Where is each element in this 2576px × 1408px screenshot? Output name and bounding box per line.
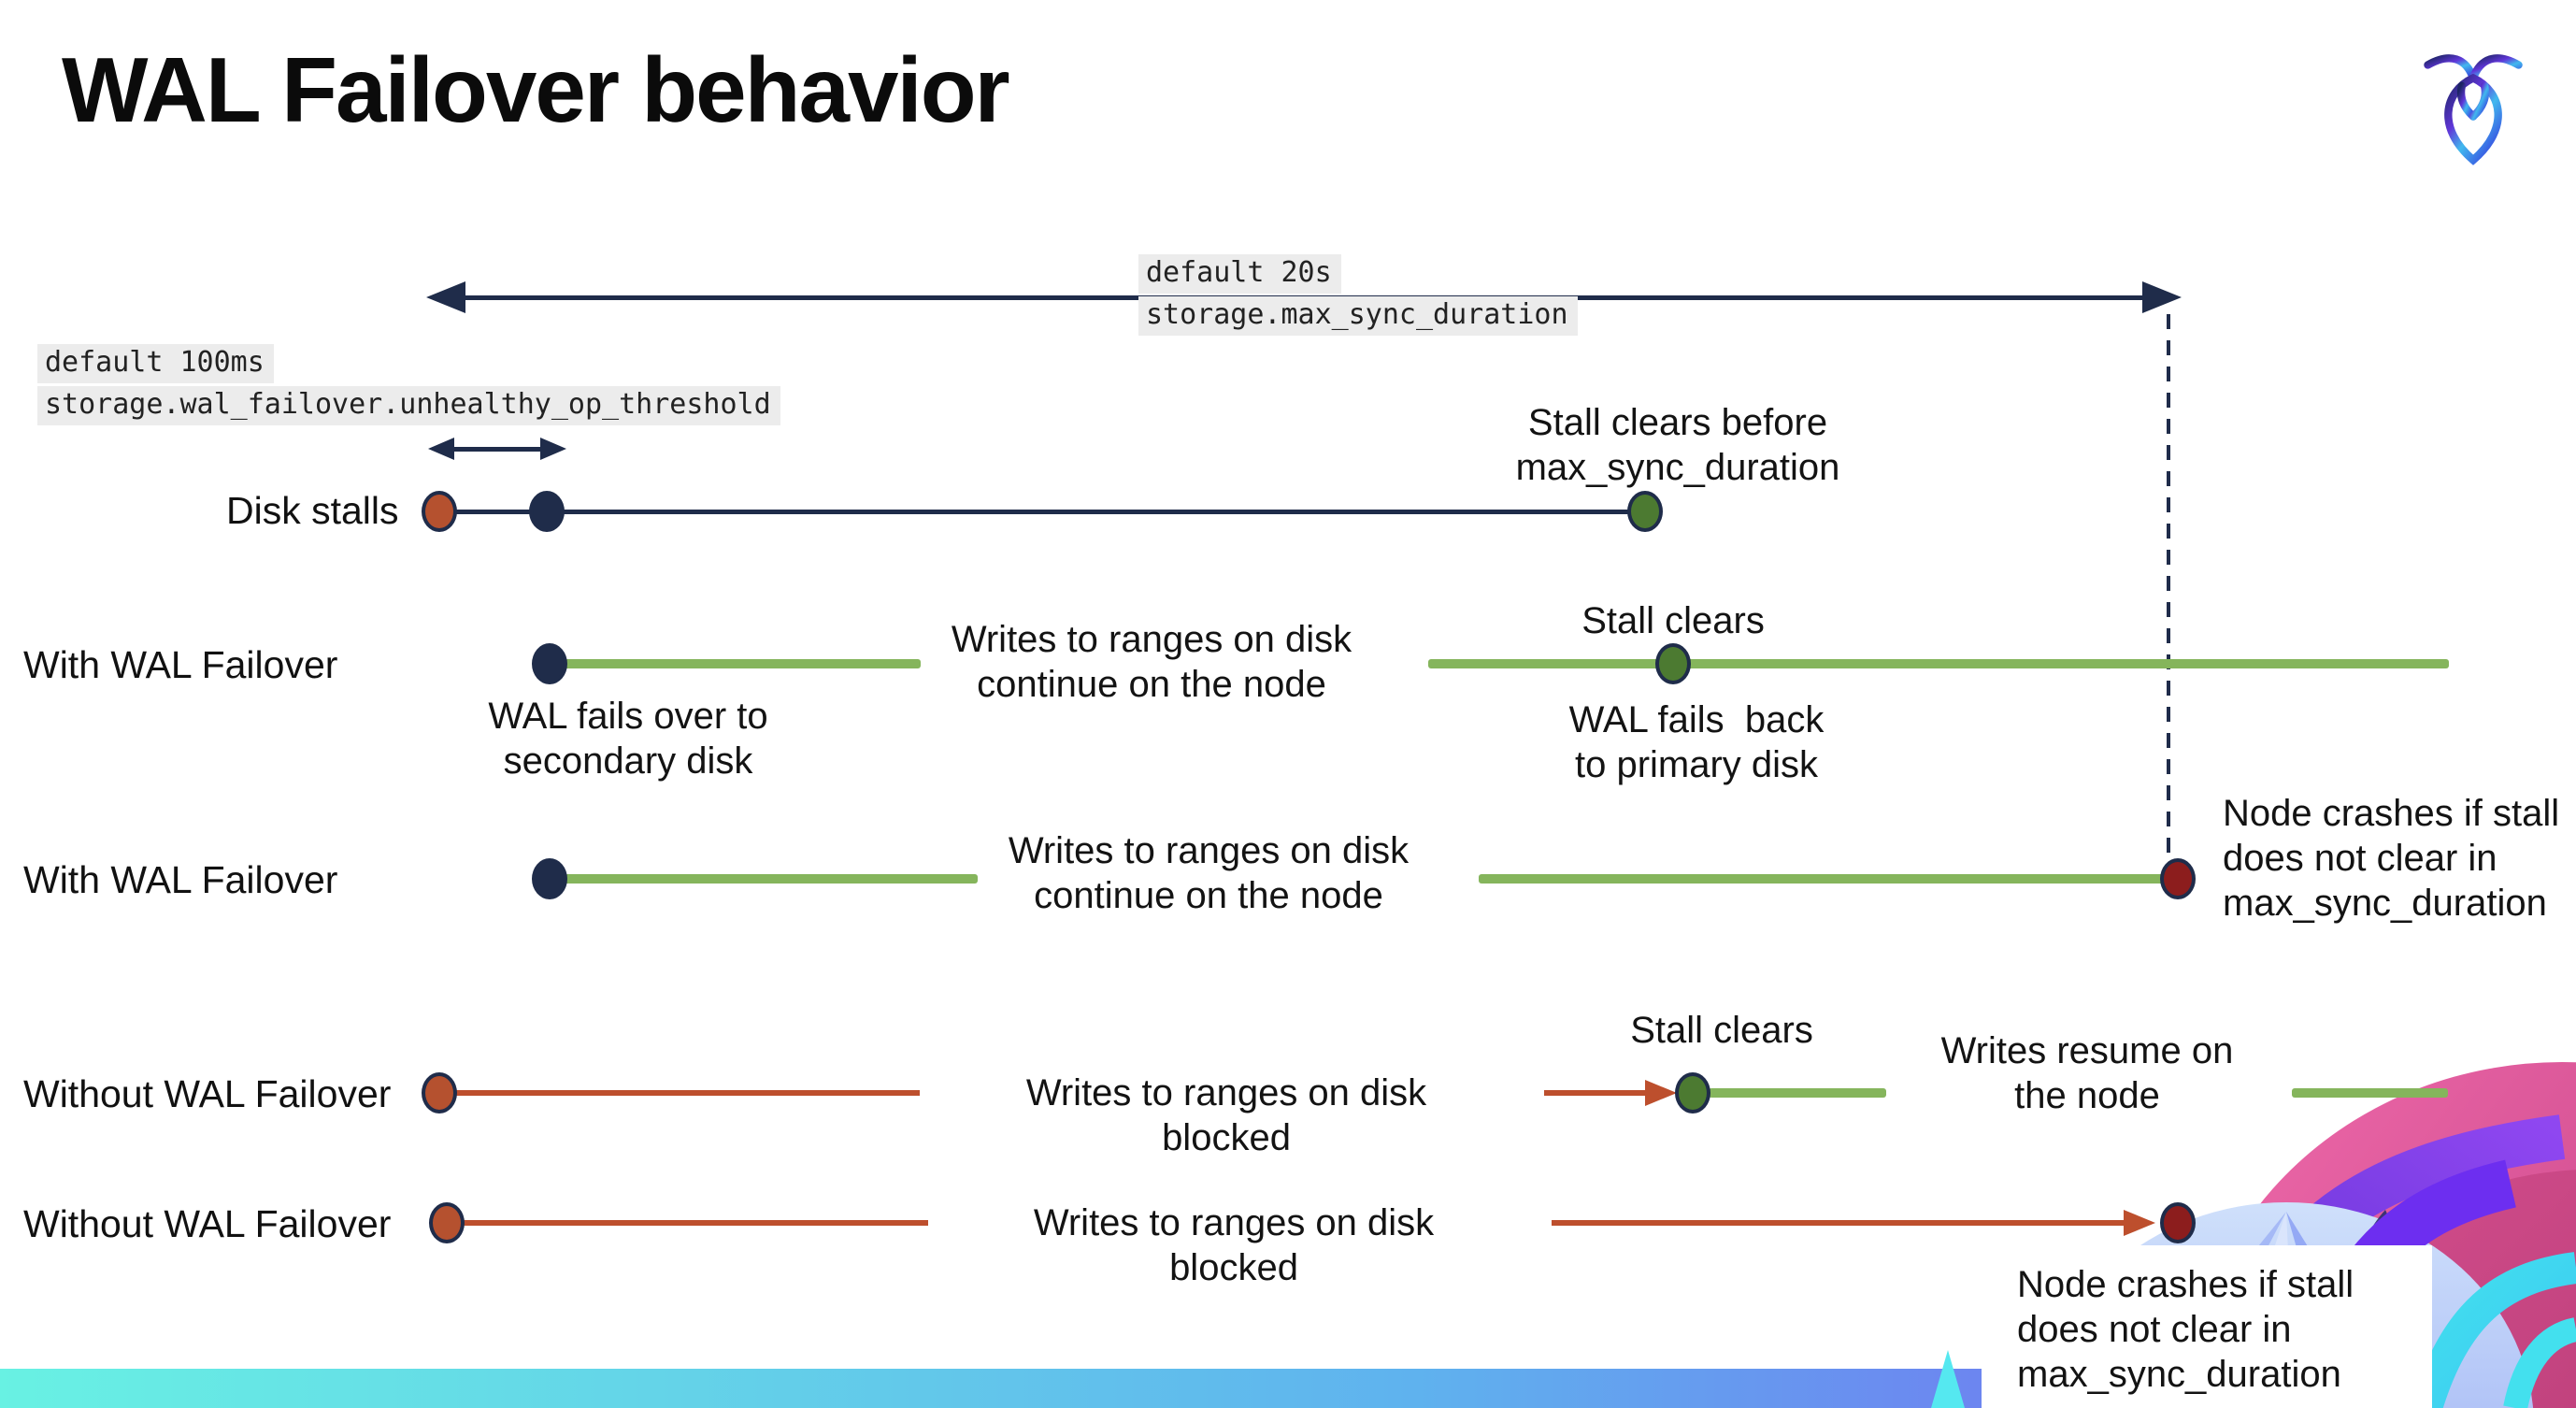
wal2-failover-dot [532, 858, 567, 899]
unhealthy-op-default-value: default 100ms [37, 344, 274, 383]
wal1-stall-clears-note: Stall clears [1581, 600, 1765, 641]
wal2-crash-dot [2160, 858, 2196, 899]
wal1-writes-line-right [1428, 659, 2449, 668]
max-sync-deadline-dashed-line [2167, 314, 2170, 855]
wal2-writes-line-left [565, 874, 978, 884]
max-sync-default-value: default 20s [1138, 254, 1341, 294]
nowal2-arrowhead-icon [2124, 1210, 2155, 1236]
nowal1-blocked-line-left [455, 1090, 920, 1096]
wal1-failover-dot [532, 643, 567, 684]
row-label-with-wal-failover-1: With WAL Failover [23, 643, 338, 686]
nowal2-crash-dot [2160, 1202, 2196, 1243]
nowal1-blocked-line-right [1544, 1090, 1649, 1096]
wal1-stall-clears-dot [1655, 643, 1691, 684]
row-label-without-wal-failover-1: Without WAL Failover [23, 1072, 392, 1115]
threshold-span-line [447, 447, 544, 452]
nowal2-crash-note: Node crashes if stall does not clear in … [2017, 1264, 2354, 1395]
disk-stall-start-dot [422, 491, 457, 532]
nowal1-stall-dot [422, 1072, 457, 1113]
nowal1-resume-line [1709, 1088, 1886, 1098]
nowal1-resume-line-right [2292, 1088, 2448, 1098]
max-sync-duration-setting-label: default 20s storage.max_sync_duration [1138, 254, 1578, 338]
page-title: WAL Failover behavior [62, 38, 1010, 141]
wal1-writes-note: Writes to ranges on disk continue on the… [951, 619, 1352, 705]
nowal2-blocked-line-right [1552, 1220, 2133, 1226]
small-arrow-left-icon [428, 438, 454, 460]
nowal1-resume-note: Writes resume on the node [1940, 1030, 2234, 1116]
wal1-failover-note: WAL fails over to secondary disk [488, 696, 768, 782]
unhealthy-op-threshold-setting-label: default 100ms storage.wal_failover.unhea… [37, 344, 780, 428]
stall-clears-dot [1627, 491, 1663, 532]
unhealthy-op-setting-name: storage.wal_failover.unhealthy_op_thresh… [37, 386, 780, 425]
cockroach-logo-icon [2424, 54, 2523, 165]
max-sync-setting-name: storage.max_sync_duration [1138, 296, 1578, 336]
wal2-writes-note: Writes to ranges on disk continue on the… [1008, 830, 1410, 916]
stall-clears-before-note: Stall clears before max_sync_duration [1515, 402, 1840, 488]
nowal1-writes-note: Writes to ranges on disk blocked [1025, 1072, 1448, 1158]
wal2-writes-line-right [1479, 874, 2167, 884]
wal1-failback-note: WAL fails back to primary disk [1568, 699, 1825, 785]
wal1-writes-line-left [565, 659, 921, 668]
crash-callout-box: Node crashes if stall does not clear in … [1982, 1245, 2432, 1408]
nowal2-stall-dot [429, 1202, 465, 1243]
wal2-crash-note: Node crashes if stall does not clear in … [2223, 793, 2560, 924]
nowal1-stall-clears-note: Stall clears [1630, 1010, 1813, 1051]
nowal2-writes-note: Writes to ranges on disk blocked [1033, 1202, 1455, 1288]
nowal1-stall-clears-dot [1675, 1072, 1710, 1113]
small-arrow-right-icon [540, 438, 566, 460]
arrow-right-icon [2142, 281, 2182, 313]
row-label-disk-stalls: Disk stalls [226, 489, 399, 532]
row-label-without-wal-failover-2: Without WAL Failover [23, 1202, 392, 1245]
failover-trigger-dot [529, 491, 565, 532]
row-label-with-wal-failover-2: With WAL Failover [23, 858, 338, 901]
nowal2-blocked-line-left [463, 1220, 928, 1226]
arrow-left-icon [426, 281, 465, 313]
nowal1-arrowhead-icon [1645, 1080, 1677, 1106]
disk-stalls-timeline [439, 510, 1645, 514]
